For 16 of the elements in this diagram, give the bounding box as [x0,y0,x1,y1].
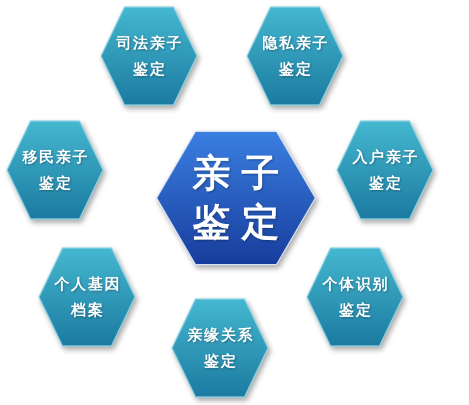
hexagon-node [38,247,136,347]
node-label: 隐私亲子鉴定 [261,32,330,80]
node-label: 入户亲子鉴定 [351,146,420,194]
node-label: 个体识别鉴定 [321,274,390,321]
node-label: 亲缘关系鉴定 [186,324,255,372]
hexagon-node [171,298,269,398]
node-label: 个人基因档案 [53,274,122,321]
hexagon-node [155,130,317,266]
hexagon-node [336,120,434,220]
node-label: 司法亲子鉴定 [115,32,184,80]
hexagon-node [306,247,404,347]
hexagon-node [100,6,198,106]
hexagon-node [246,6,344,106]
hexagon-node [6,120,104,220]
node-label: 亲子鉴定 [191,150,292,246]
node-label: 移民亲子鉴定 [21,146,90,194]
